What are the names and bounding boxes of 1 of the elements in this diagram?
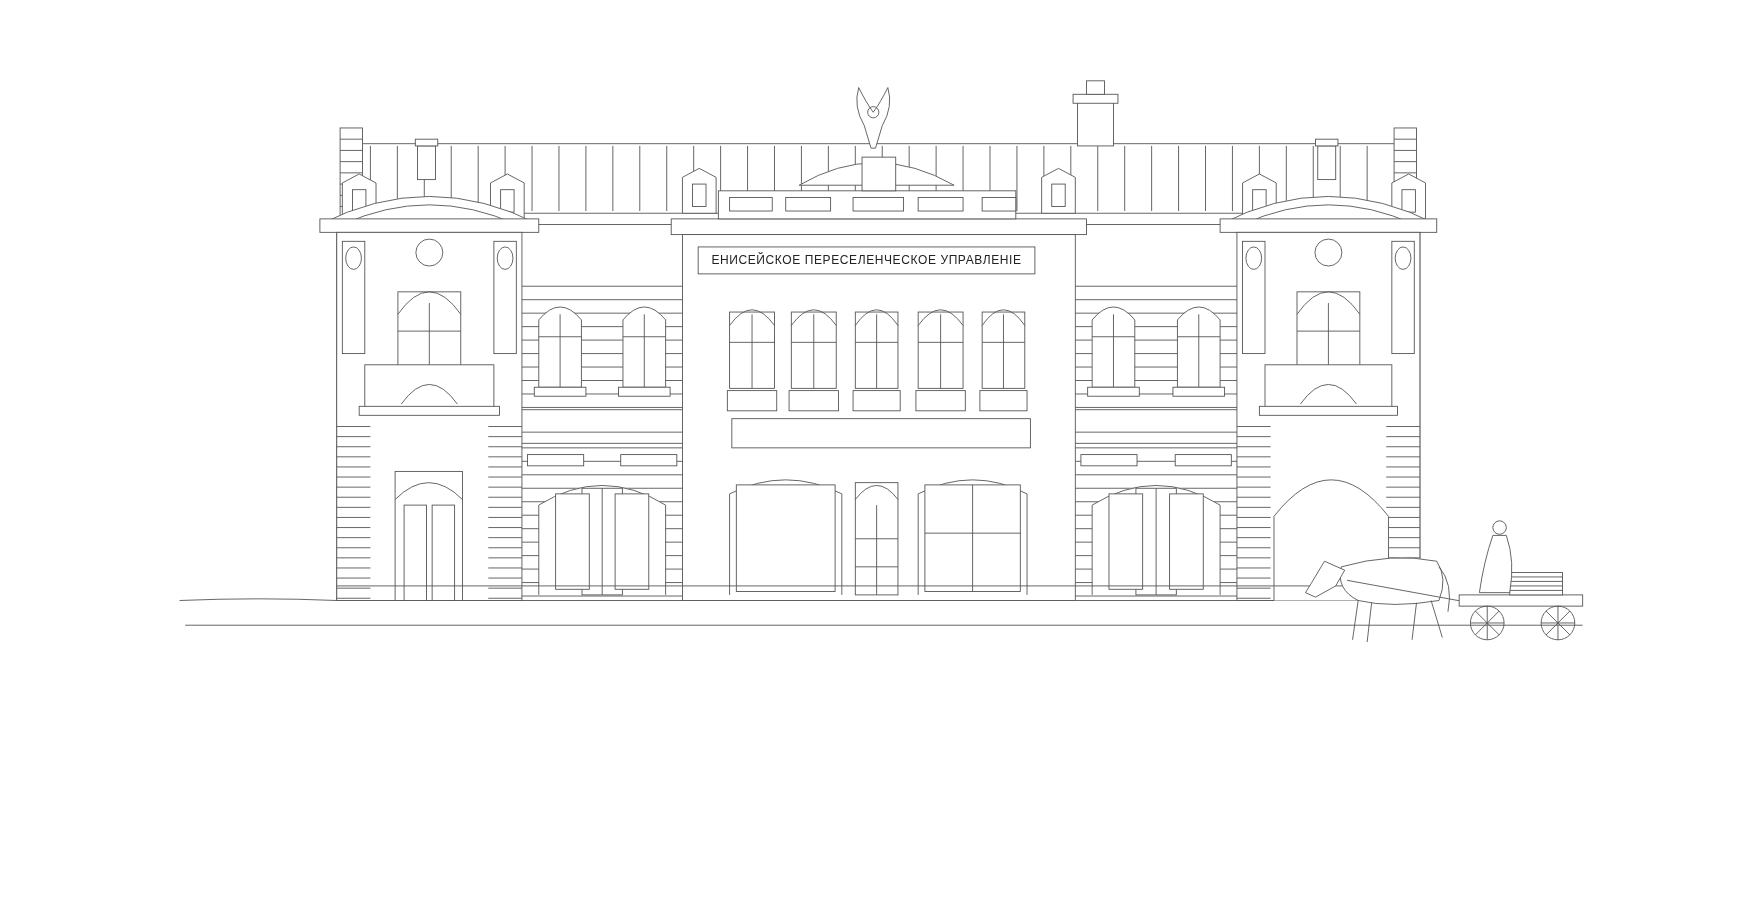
sign-text: ЕНИСЕЙСКОЕ ПЕРЕСЕЛЕНЧЕСКОЕ УПРАВЛЕНІЕ (710, 251, 1023, 270)
